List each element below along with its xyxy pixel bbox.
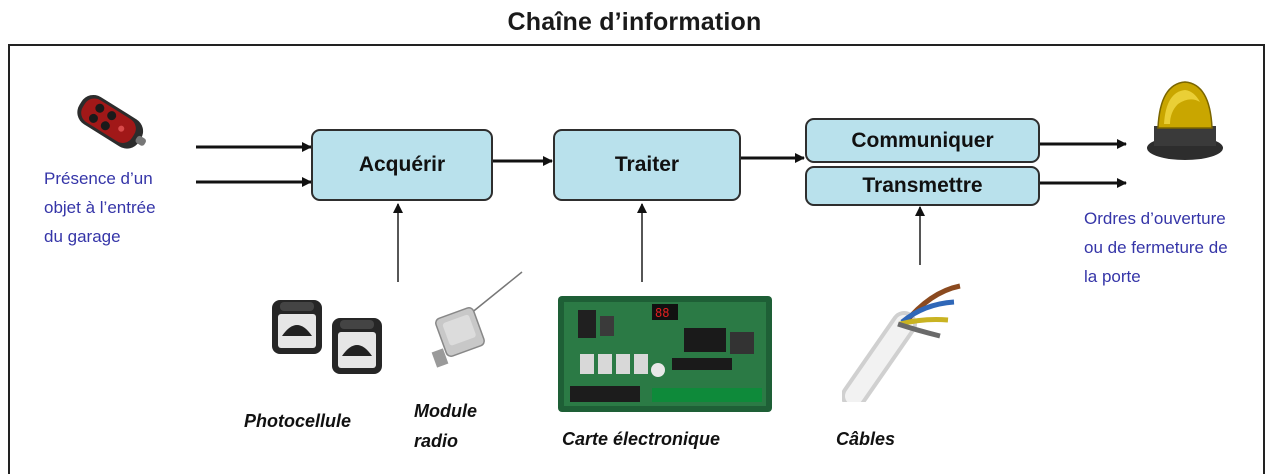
input-caption: Présence d’un objet à l’entrée du garage [44, 164, 156, 251]
block-traiter-label: Traiter [614, 153, 680, 176]
output-caption: Ordres d’ouverture ou de fermeture de la… [1084, 204, 1228, 291]
input-caption-line-3: du garage [44, 227, 121, 246]
block-transmettre: Transmettre [805, 166, 1040, 206]
warning-lamp-icon [1147, 81, 1223, 160]
caption-module-radio-line-1: Module [414, 401, 477, 421]
block-acquerir: Acquérir [311, 129, 493, 201]
caption-module-radio: Module radio [414, 396, 477, 456]
svg-text:88: 88 [655, 306, 669, 320]
caption-photocellule: Photocellule [244, 411, 352, 431]
output-caption-line-1: Ordres d’ouverture [1084, 209, 1226, 228]
photocell-icon [272, 300, 382, 374]
diagram-title: Chaîne d’information [507, 8, 762, 36]
cable-icon [842, 283, 961, 402]
output-caption-line-3: la porte [1084, 267, 1141, 286]
caption-module-radio-line-2: radio [414, 431, 459, 451]
block-communiquer-label: Communiquer [851, 128, 994, 152]
input-caption-line-1: Présence d’un [44, 169, 153, 188]
remote-control-icon [77, 94, 146, 149]
block-communiquer: Communiquer [805, 118, 1040, 163]
input-caption-line-2: objet à l’entrée [44, 198, 156, 217]
electronic-board-icon: 88 [558, 296, 772, 412]
block-traiter: Traiter [553, 129, 741, 201]
caption-carte: Carte électronique [562, 429, 721, 449]
radio-module-icon [431, 271, 523, 368]
output-caption-line-2: ou de fermeture de [1084, 238, 1228, 257]
diagram-frame [8, 44, 1265, 474]
caption-cables: Câbles [836, 429, 896, 449]
block-acquerir-label: Acquérir [358, 153, 446, 176]
block-transmettre-label: Transmettre [862, 174, 983, 197]
